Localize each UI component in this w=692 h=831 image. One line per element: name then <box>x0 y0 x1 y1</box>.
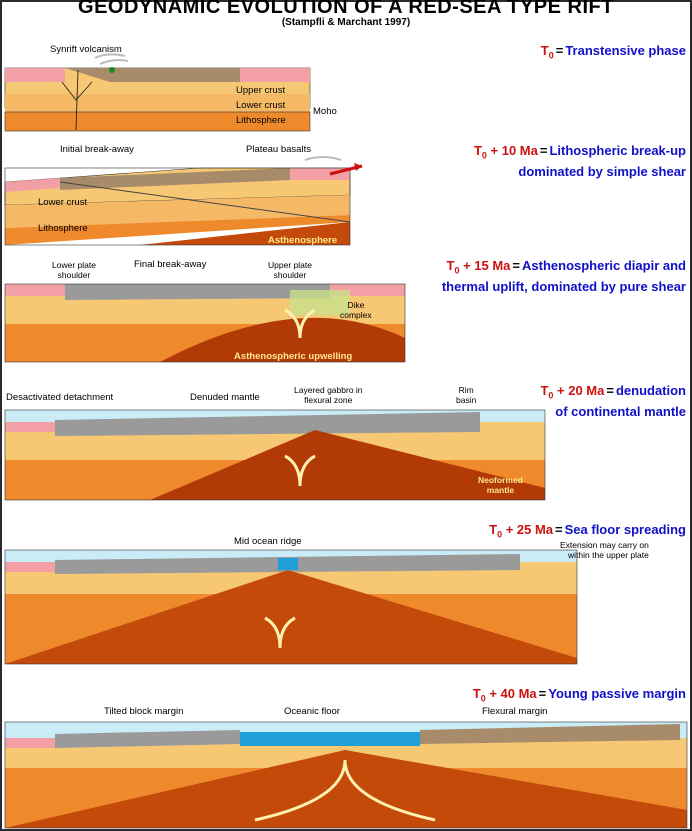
basement-left <box>5 68 65 82</box>
label-tilted-block-margin: Tilted block margin <box>104 706 184 717</box>
label-plateau-basalts: Plateau basalts <box>246 144 311 155</box>
asthenospheric-dome <box>160 317 405 362</box>
label-neoformed-mantle: Neoformed mantle <box>478 475 523 495</box>
stage-time: T0 + 10 Ma <box>473 143 538 161</box>
tilted-blocks <box>55 412 480 436</box>
asthenosphere-wedge <box>140 222 350 245</box>
label-lower-plate-shoulder: Lower plate shoulder <box>52 260 96 280</box>
panel-diapir <box>4 283 406 363</box>
lithosphere-layer <box>4 111 311 132</box>
label-rim-basin: Rim basin <box>456 385 477 405</box>
stage-heading: T0 + 25 Ma=Sea floor spreading <box>489 522 686 540</box>
fault-trace <box>61 69 93 131</box>
label-synrift-volcanism: Synrift volcanism <box>50 44 122 55</box>
label-denuded-mantle: Denuded mantle <box>190 392 260 403</box>
label-flexural-margin: Flexural margin <box>482 706 548 717</box>
dike-zone <box>290 290 350 315</box>
stage-time: T0 + 15 Ma <box>446 258 511 276</box>
basalt-plume <box>304 156 342 161</box>
label-lithosphere: Lithosphere <box>236 115 286 126</box>
stage-description: Asthenospheric diapir and <box>522 258 686 273</box>
tilted-blocks <box>65 284 330 300</box>
label-dike-complex: Dike complex <box>340 300 372 320</box>
basement-left <box>5 284 65 296</box>
stage-description-line2: thermal uplift, dominated by pure shear <box>441 278 686 294</box>
stage-heading: T0 + 40 Ma=Young passive margin <box>472 686 686 704</box>
label-upper-crust: Upper crust <box>236 85 286 96</box>
figure-subtitle: (Stampfli & Marchant 1997) <box>281 17 411 28</box>
lower-crust-layer <box>5 195 350 228</box>
basement-left <box>5 738 55 748</box>
tilted-blocks-left <box>55 730 240 748</box>
label-oceanic-floor: Oceanic floor <box>284 706 340 717</box>
label-desactivated-detachment: Desactivated detachment <box>6 392 114 403</box>
panel-breakup <box>4 156 363 246</box>
stage-description: Lithospheric break-up <box>549 143 686 158</box>
basement-left <box>5 422 55 432</box>
volcanism-plume <box>94 53 129 65</box>
stage-heading: T0 + 20 Ma=denudation of continental man… <box>540 383 686 419</box>
tilted-blocks <box>60 168 290 190</box>
ocean-crust <box>278 558 298 570</box>
label-asthenosphere: Asthenosphere <box>268 235 338 246</box>
lithosphere-layer <box>5 215 350 245</box>
stage-description: Transtensive phase <box>565 43 686 58</box>
label-layered-gabbro: Layered gabbro in flexural zone <box>294 385 363 405</box>
label-asthenospheric-upwelling: Asthenospheric upwelling <box>234 351 353 362</box>
stage-time: T0 + 20 Ma <box>540 383 605 401</box>
panel-spreading <box>4 549 578 665</box>
stage-heading: T0 + 15 Ma=Asthenospheric diapir and the… <box>441 258 686 294</box>
stage-time: T0 + 40 Ma <box>472 686 537 704</box>
basement-right <box>290 168 350 180</box>
upwelling-arrow-icon <box>284 308 316 339</box>
label-upper-plate-shoulder: Upper plate shoulder <box>268 260 312 280</box>
stage-time: T0 + 25 Ma <box>489 522 554 540</box>
basement-right <box>240 68 310 82</box>
detachment-fault <box>59 181 351 223</box>
label-lower-crust-2: Lower crust <box>38 197 88 208</box>
rift-basin <box>65 68 240 82</box>
basement-left <box>5 178 60 192</box>
label-initial-breakaway: Initial break-away <box>60 144 134 155</box>
stage-description: Sea floor spreading <box>564 522 686 537</box>
stage-description-line2: dominated by simple shear <box>518 163 686 179</box>
stage-description-line2: of continental mantle <box>555 403 686 419</box>
upwelling-arrow-icon <box>284 454 316 487</box>
asthenosphere-body <box>5 750 687 828</box>
stage-description: denudation <box>615 383 686 398</box>
basement-left <box>5 562 55 572</box>
oceanic-floor <box>240 732 420 746</box>
label-final-breakaway: Final break-away <box>134 259 207 270</box>
label-moho: Moho <box>313 106 337 117</box>
divergence-arrow-icon <box>254 759 436 822</box>
volcano-vent <box>109 67 115 73</box>
stage-heading: T0=Transtensive phase <box>540 43 686 61</box>
panel-passive-margin <box>4 721 688 829</box>
figure-title: GEODYNAMIC EVOLUTION OF A RED-SEA TYPE R… <box>78 0 614 18</box>
label-lower-crust: Lower crust <box>236 100 286 111</box>
asthenosphere-body <box>5 570 577 664</box>
upwelling-arrow-icon <box>264 616 296 649</box>
panel-transtensive <box>4 53 311 132</box>
panel-denudation <box>4 409 546 501</box>
label-extension-note: Extension may carry on within the upper … <box>560 540 649 560</box>
stage-description: Young passive margin <box>548 686 686 701</box>
lower-crust-layer <box>5 94 310 112</box>
label-mid-ocean-ridge: Mid ocean ridge <box>234 536 302 547</box>
stage-time: T0 <box>540 43 554 61</box>
label-lithosphere-2: Lithosphere <box>38 223 88 234</box>
neoformed-mantle <box>150 430 545 500</box>
stage-heading: T0 + 10 Ma=Lithospheric break-up dominat… <box>473 143 686 179</box>
flexural-margin-blocks <box>420 724 680 744</box>
